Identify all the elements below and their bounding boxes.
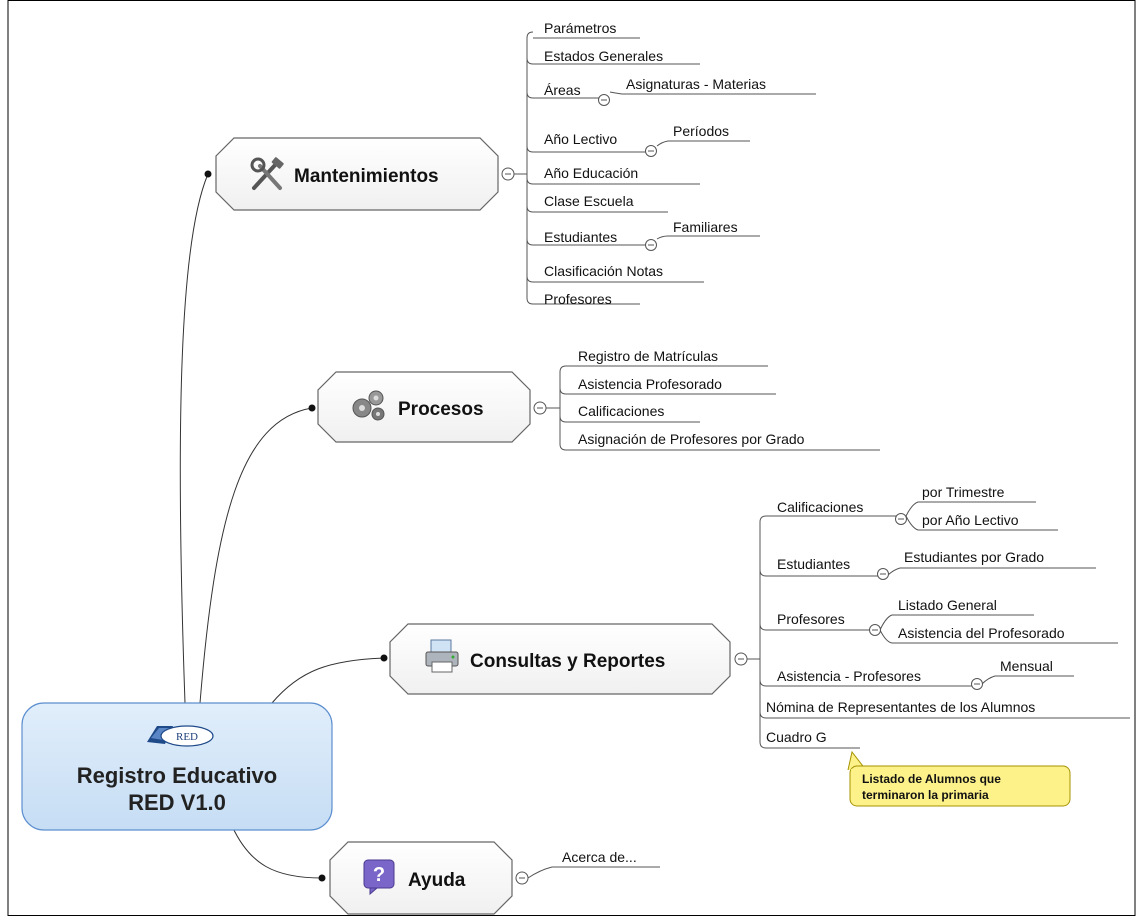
leaf-areas[interactable]: Áreas (544, 82, 581, 98)
connector-dot (380, 654, 388, 662)
leaf-familiares[interactable]: Familiares (673, 219, 738, 235)
red-logo: RED (147, 725, 214, 747)
leaf-estudiantes-por-grado[interactable]: Estudiantes por Grado (904, 549, 1044, 565)
leaf-underlines (526, 37, 816, 305)
root-connectors (179, 173, 385, 879)
child-trunk (759, 515, 767, 749)
callout-line-2: terminaron la primaria (862, 788, 989, 802)
leaf-clasificacion-notas[interactable]: Clasificación Notas (544, 263, 663, 279)
root-logo-text: RED (176, 731, 198, 743)
leaf-asistencia-profesores[interactable]: Asistencia - Profesores (777, 668, 921, 684)
help-icon: ? (363, 859, 395, 896)
branch-ayuda: ? Ayuda Acerca de... (329, 841, 660, 915)
connector-ayuda (231, 825, 323, 879)
leaf-asignacion-profesores[interactable]: Asignación de Profesores por Grado (578, 431, 805, 447)
topic-label-ayuda: Ayuda (408, 870, 466, 891)
printer-icon (425, 639, 459, 673)
root-title-line1: Registro Educativo (77, 763, 277, 788)
callout-note: Listado de Alumnos que terminaron la pri… (847, 750, 1071, 807)
root-topic: RED Registro Educativo RED V1.0 (21, 702, 333, 831)
child-trunk (526, 31, 534, 305)
leaf-listado-general[interactable]: Listado General (898, 597, 997, 613)
leaf-nomina-representantes[interactable]: Nómina de Representantes de los Alumnos (766, 699, 1035, 715)
branch-consultas: Consultas y Reportes Calificaciones (389, 484, 1130, 807)
leaf-acerca-de[interactable]: Acerca de... (562, 849, 637, 865)
leaf-underlines (527, 866, 660, 879)
leaf-calificaciones[interactable]: Calificaciones (777, 499, 863, 515)
topic-node-consultas[interactable] (389, 623, 731, 695)
tools-icon (250, 157, 284, 190)
gears-icon (352, 390, 385, 421)
branch-mantenimientos: Mantenimientos Parámetros Estados Genera… (215, 20, 816, 307)
root-title-line2: RED V1.0 (128, 790, 226, 815)
branch-procesos: Procesos Registro de Matrículas Asistenc… (317, 348, 880, 451)
leaf-mensual[interactable]: Mensual (1000, 658, 1053, 674)
connector-procesos (199, 407, 313, 704)
leaf-por-ano-lectivo[interactable]: por Año Lectivo (922, 512, 1019, 528)
leaf-profesores[interactable]: Profesores (777, 611, 845, 627)
child-trunk (559, 365, 567, 451)
topic-node-procesos[interactable] (317, 371, 531, 443)
connector-dot (308, 404, 316, 412)
leaf-underlines (759, 501, 1130, 749)
leaf-profesores[interactable]: Profesores (544, 291, 612, 307)
leaf-asistencia-profesorado[interactable]: Asistencia Profesorado (578, 376, 722, 392)
topic-label-procesos: Procesos (398, 399, 484, 420)
leaf-parametros[interactable]: Parámetros (544, 20, 616, 36)
connector-dots (204, 170, 388, 882)
topic-node-mantenimientos[interactable] (215, 137, 499, 211)
leaf-cuadro-g[interactable]: Cuadro G (766, 729, 827, 745)
topic-label-consultas: Consultas y Reportes (470, 651, 665, 672)
topic-label-mantenimientos: Mantenimientos (294, 166, 439, 187)
leaf-ano-lectivo[interactable]: Año Lectivo (544, 131, 617, 147)
connector-mantenimientos (179, 173, 209, 704)
connector-dot (204, 170, 212, 178)
leaf-asignaturas-materias[interactable]: Asignaturas - Materias (626, 76, 766, 92)
leaf-registro-matriculas[interactable]: Registro de Matrículas (578, 348, 718, 364)
leaf-calificaciones[interactable]: Calificaciones (578, 403, 664, 419)
leaf-underlines (559, 365, 880, 451)
leaf-por-trimestre[interactable]: por Trimestre (922, 484, 1005, 500)
root-node[interactable] (21, 702, 333, 831)
leaf-asistencia-profesorado[interactable]: Asistencia del Profesorado (898, 625, 1065, 641)
connector-consultas (271, 657, 385, 704)
leaf-ano-educacion[interactable]: Año Educación (544, 165, 638, 181)
leaf-estudiantes[interactable]: Estudiantes (544, 229, 617, 245)
leaf-clase-escuela[interactable]: Clase Escuela (544, 193, 634, 209)
connector-dot (318, 874, 326, 882)
leaf-estados-generales[interactable]: Estados Generales (544, 48, 663, 64)
leaf-estudiantes[interactable]: Estudiantes (777, 556, 850, 572)
svg-text:?: ? (373, 864, 385, 886)
leaf-periodos[interactable]: Períodos (673, 123, 729, 139)
callout-box (849, 765, 1071, 807)
callout-line-1: Listado de Alumnos que (862, 772, 1001, 786)
